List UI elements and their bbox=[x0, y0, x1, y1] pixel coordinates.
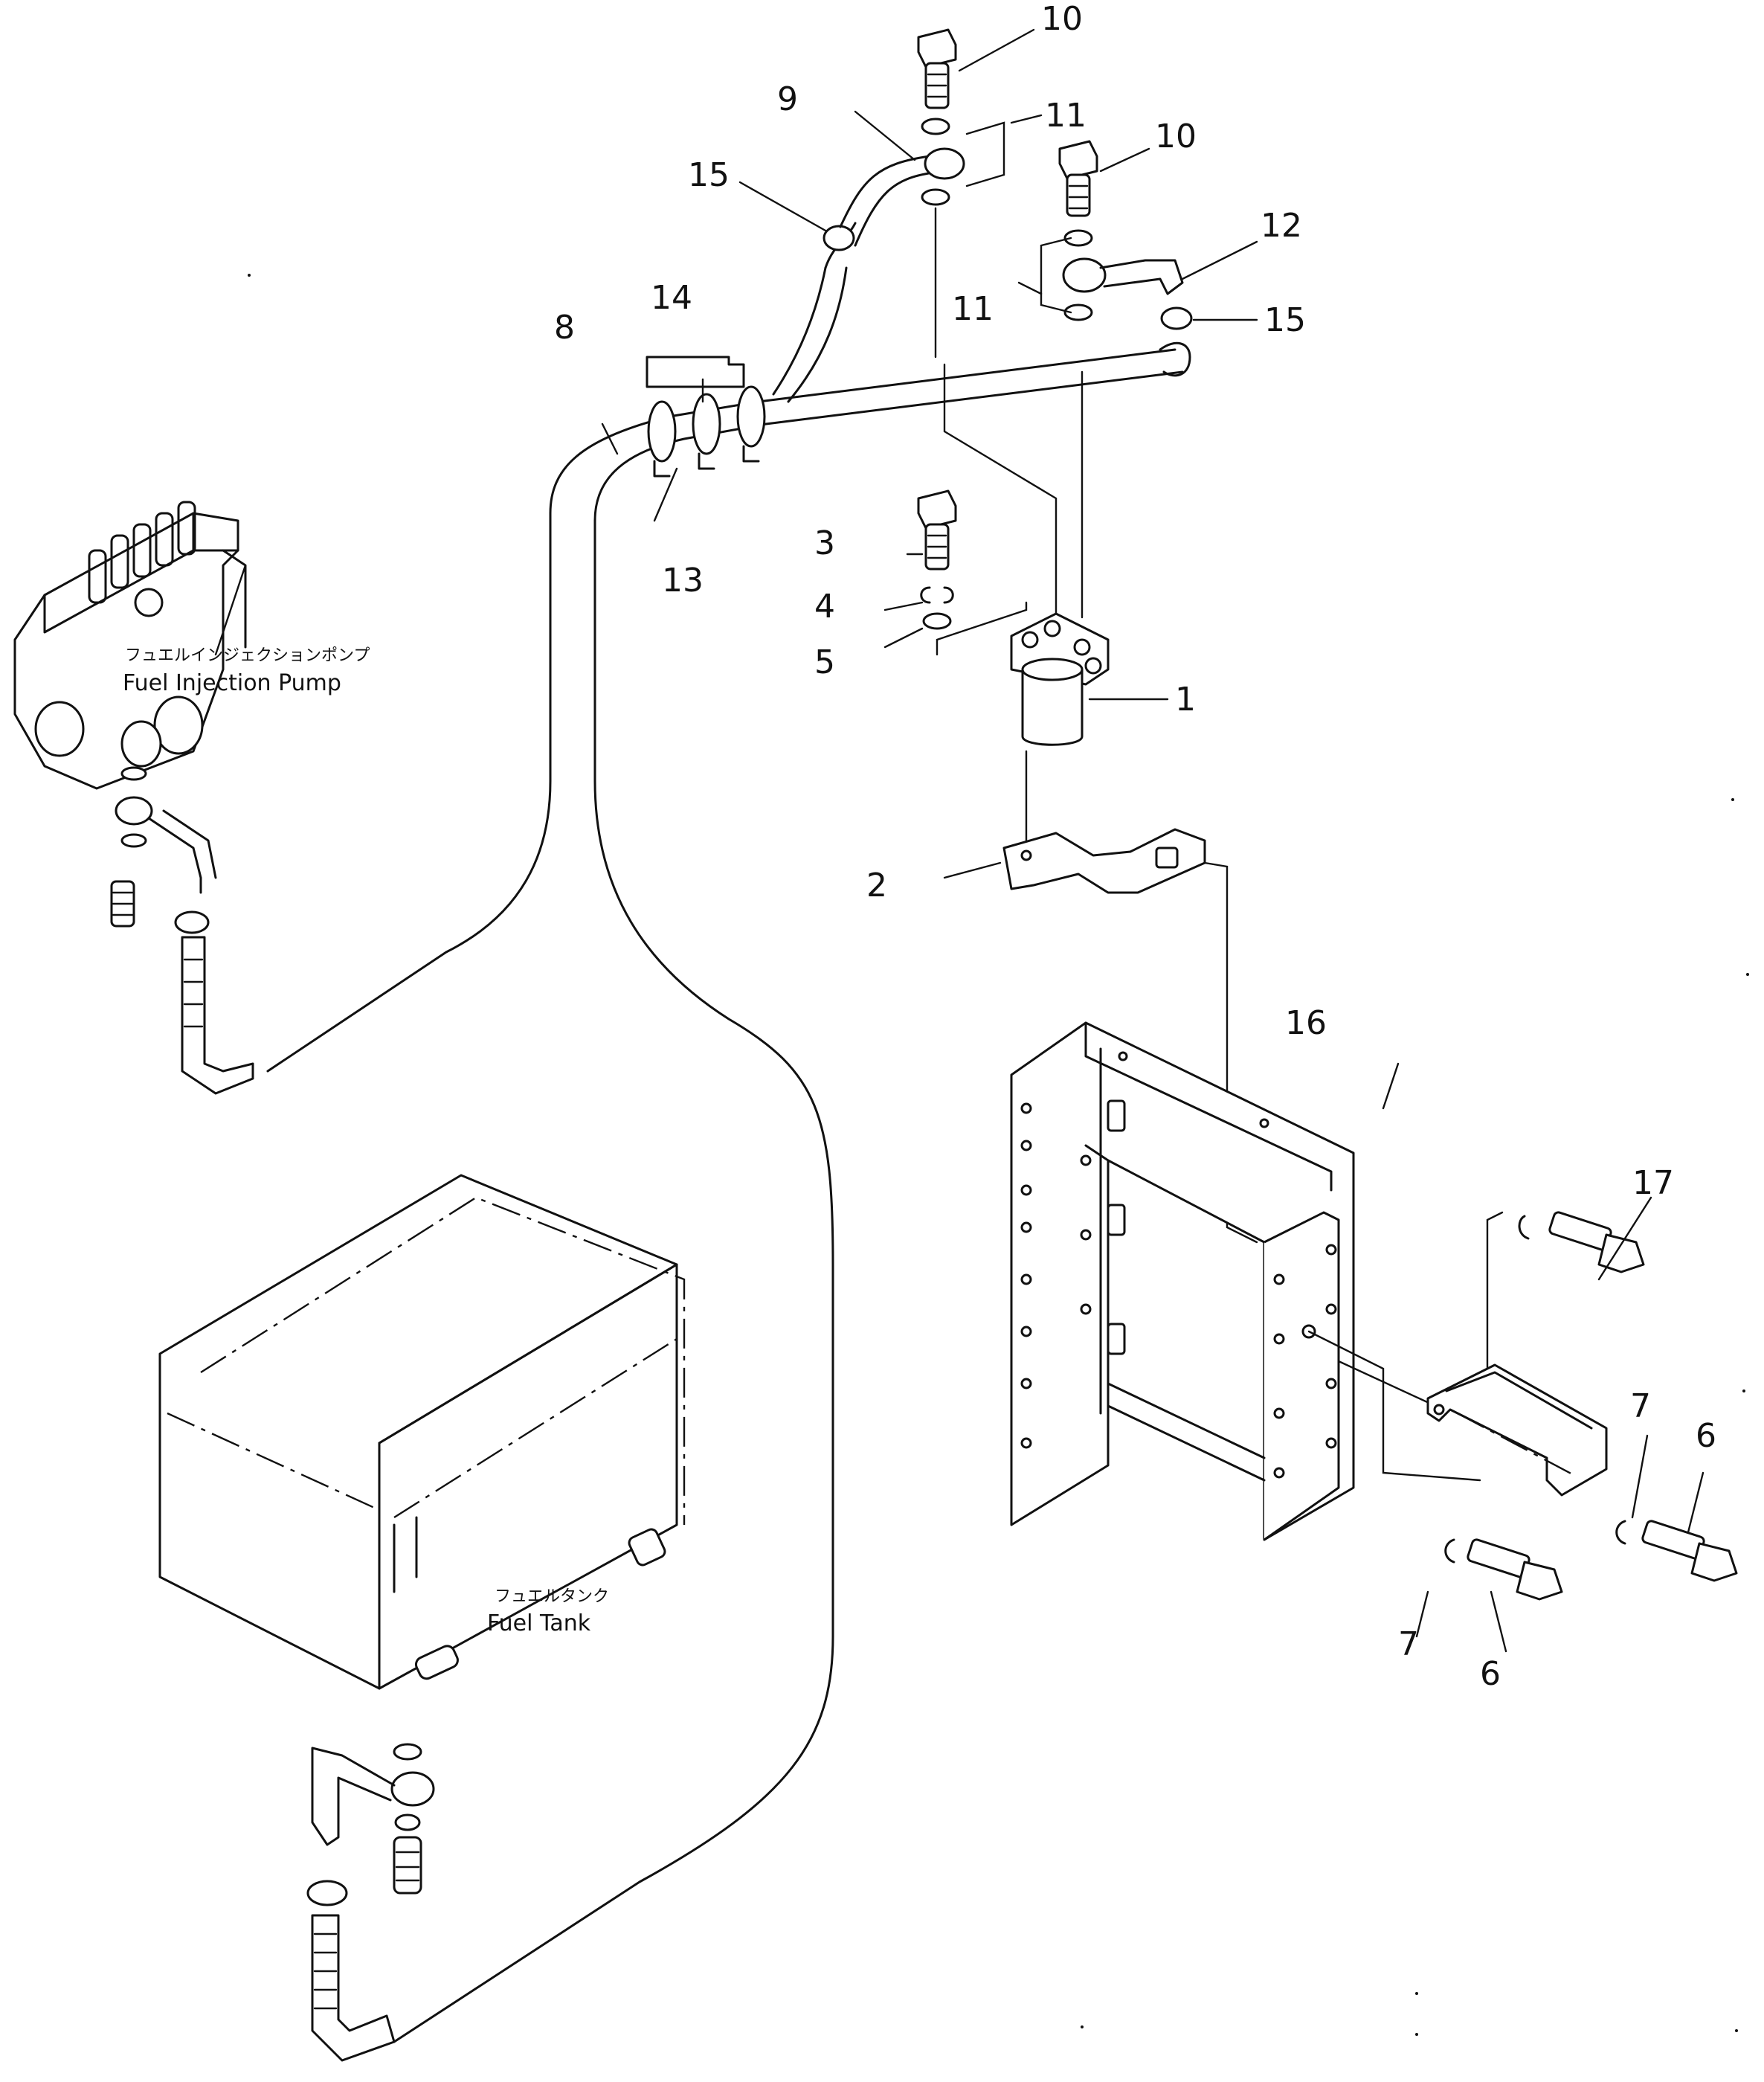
callout-9: 9 bbox=[777, 80, 798, 118]
banjo-bolt-upper bbox=[917, 28, 957, 359]
callout-6-lower: 6 bbox=[1480, 1655, 1501, 1693]
callout-15-left: 15 bbox=[688, 156, 730, 194]
callout-8: 8 bbox=[554, 309, 575, 347]
component-captions: フュエルインジェクションポンプ Fuel Injection Pump フュエル… bbox=[123, 646, 609, 1636]
filter-bracket bbox=[1002, 750, 1258, 1244]
callout-bracket-11b bbox=[1040, 237, 1072, 314]
callout-4: 4 bbox=[814, 588, 835, 626]
callout-bracket-11a bbox=[965, 121, 1005, 187]
callout-5: 5 bbox=[814, 643, 835, 681]
pump-caption-en: Fuel Injection Pump bbox=[123, 670, 341, 696]
tank-connector-fittings bbox=[306, 1743, 435, 2062]
callout-11-upper: 11 bbox=[1045, 97, 1087, 135]
callout-7-right: 7 bbox=[1630, 1387, 1651, 1425]
callout-10-upper: 10 bbox=[1041, 0, 1083, 38]
callout-17: 17 bbox=[1632, 1164, 1674, 1202]
callout-6-right: 6 bbox=[1696, 1417, 1716, 1455]
callout-15-right: 15 bbox=[1264, 301, 1306, 339]
hose-clamps bbox=[647, 385, 766, 478]
callout-7-lower: 7 bbox=[1398, 1625, 1419, 1663]
pump-caption-jp: フュエルインジェクションポンプ bbox=[125, 646, 370, 665]
fuel-injection-pump bbox=[13, 501, 247, 790]
callout-2: 2 bbox=[866, 867, 887, 905]
filter-mount-bolt bbox=[917, 489, 1028, 656]
tank-caption-jp: フュエルタンク bbox=[495, 1587, 609, 1606]
callout-3: 3 bbox=[814, 524, 835, 562]
callout-14: 14 bbox=[651, 279, 692, 317]
fuel-tank bbox=[158, 1174, 686, 1690]
channel-bracket bbox=[1426, 1211, 1608, 1497]
fuel-filter bbox=[1010, 612, 1110, 746]
callout-10-right: 10 bbox=[1155, 118, 1197, 155]
pump-connector-fittings bbox=[110, 766, 254, 1095]
callout-12: 12 bbox=[1261, 207, 1302, 245]
banjo-bolt-right bbox=[1058, 140, 1193, 330]
mounting-frame bbox=[1010, 1021, 1481, 1541]
leader-lines bbox=[214, 28, 1705, 1653]
callout-11-lower: 11 bbox=[952, 290, 994, 328]
callout-1: 1 bbox=[1175, 681, 1196, 719]
tank-caption-en: Fuel Tank bbox=[487, 1610, 591, 1636]
callout-16: 16 bbox=[1285, 1004, 1327, 1042]
fuel-hose-assembly bbox=[266, 147, 1191, 2043]
assembly-line-filter bbox=[943, 363, 1058, 619]
scan-specks bbox=[248, 274, 1749, 2036]
callout-labels: 10 10 9 11 15 12 11 15 14 8 13 3 4 5 1 2… bbox=[554, 0, 1716, 1693]
callout-13: 13 bbox=[662, 562, 704, 600]
